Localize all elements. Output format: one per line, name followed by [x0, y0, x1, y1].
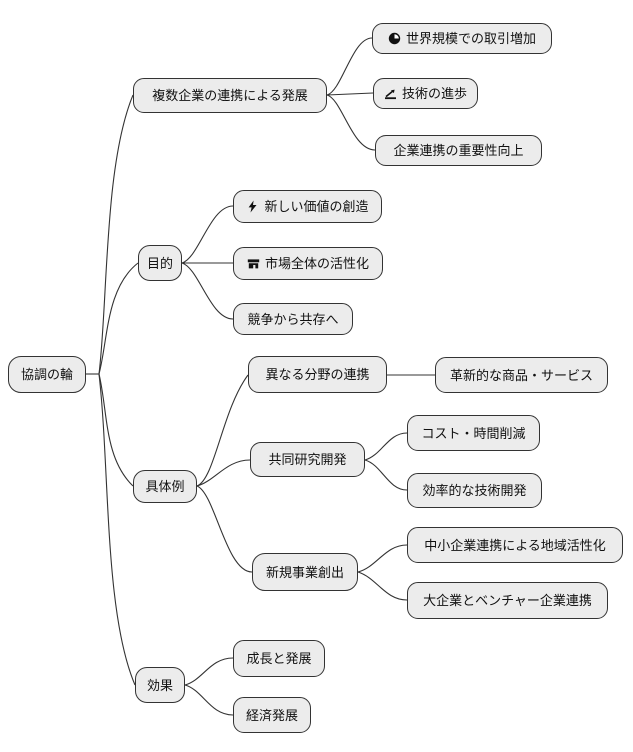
node-label: 複数企業の連携による発展: [152, 88, 308, 103]
node-purpose: 目的: [138, 245, 182, 281]
node-label: 協調の輪: [20, 367, 73, 382]
connector-root-branch4: [98, 373, 136, 686]
connector-branch3-child1: [196, 374, 249, 487]
node-label: 競争から共存へ: [247, 311, 339, 327]
connector-newbiz-regional: [357, 544, 408, 573]
node-global-transactions: 世界規模での取引増加: [372, 23, 552, 54]
node-label: 企業連携の重要性向上: [393, 143, 524, 158]
connector-effects-growth: [184, 657, 234, 686]
chart-line-icon: [384, 87, 397, 100]
connector-branch3-child3: [196, 485, 253, 573]
clock-icon: [388, 32, 401, 45]
connector-branch3-child2: [196, 459, 251, 487]
node-innovative-products: 革新的な商品・サービス: [435, 357, 608, 393]
node-cross-field-collaboration: 異なる分野の連携: [248, 356, 387, 393]
node-label: 効率的な技術開発: [422, 483, 527, 498]
connector-effects-economy: [184, 684, 234, 716]
node-label: 技術の進歩: [401, 86, 467, 101]
node-growth-development: 成長と発展: [233, 640, 325, 677]
node-cost-time-reduction: コスト・時間削減: [407, 415, 540, 451]
connector-root-branch3: [98, 373, 134, 487]
node-economic-development: 経済発展: [233, 697, 311, 733]
connector-research-cost: [364, 432, 408, 461]
connector-research-efficient: [364, 459, 408, 491]
node-label: 革新的な商品・サービス: [449, 367, 593, 383]
bolt-icon: [246, 200, 259, 213]
node-label: 大企業とベンチャー企業連携: [423, 593, 592, 608]
node-label: 異なる分野の連携: [265, 367, 370, 382]
node-label: 市場全体の活性化: [264, 256, 369, 271]
node-effects: 効果: [135, 667, 185, 703]
node-label: 共同研究開発: [268, 452, 347, 467]
node-label: 目的: [146, 255, 173, 271]
node-joint-research: 共同研究開発: [250, 442, 365, 477]
connector-root-branch2: [98, 262, 139, 375]
node-label: 中小企業連携による地域活性化: [424, 537, 606, 553]
node-large-venture-collaboration: 大企業とベンチャー企業連携: [407, 582, 608, 619]
node-new-business-creation: 新規事業創出: [252, 553, 358, 591]
node-examples: 具体例: [133, 470, 197, 503]
connector-branch2-child1: [181, 205, 234, 264]
node-label: 経済発展: [245, 707, 298, 723]
connector-branch1-child2: [326, 92, 374, 96]
node-cooperation-circle: 協調の輪: [8, 356, 86, 393]
node-label: 効果: [146, 677, 173, 693]
node-efficient-tech-development: 効率的な技術開発: [407, 473, 542, 508]
node-label: 新規事業創出: [265, 564, 344, 580]
node-label: コスト・時間削減: [421, 425, 526, 441]
node-multi-company-development: 複数企業の連携による発展: [133, 78, 327, 113]
store-icon: [247, 257, 260, 270]
connector-newbiz-venture: [357, 571, 408, 601]
node-label: 成長と発展: [246, 651, 312, 666]
connector-branch1-child1: [326, 37, 373, 96]
node-new-value-creation: 新しい価値の創造: [233, 190, 382, 223]
node-competition-to-coexistence: 競争から共存へ: [233, 303, 353, 335]
node-label: 具体例: [145, 479, 185, 494]
node-partnership-importance: 企業連携の重要性向上: [375, 135, 542, 166]
connector-branch1-child3: [326, 94, 376, 151]
node-label: 世界規模での取引増加: [405, 31, 536, 46]
node-label: 新しい価値の創造: [264, 199, 369, 214]
connector-branch2-child3: [181, 262, 234, 320]
node-regional-activation: 中小企業連携による地域活性化: [407, 527, 623, 563]
node-market-activation: 市場全体の活性化: [233, 247, 383, 280]
node-tech-progress: 技術の進歩: [373, 78, 478, 109]
connector-root-branch1: [98, 94, 134, 375]
